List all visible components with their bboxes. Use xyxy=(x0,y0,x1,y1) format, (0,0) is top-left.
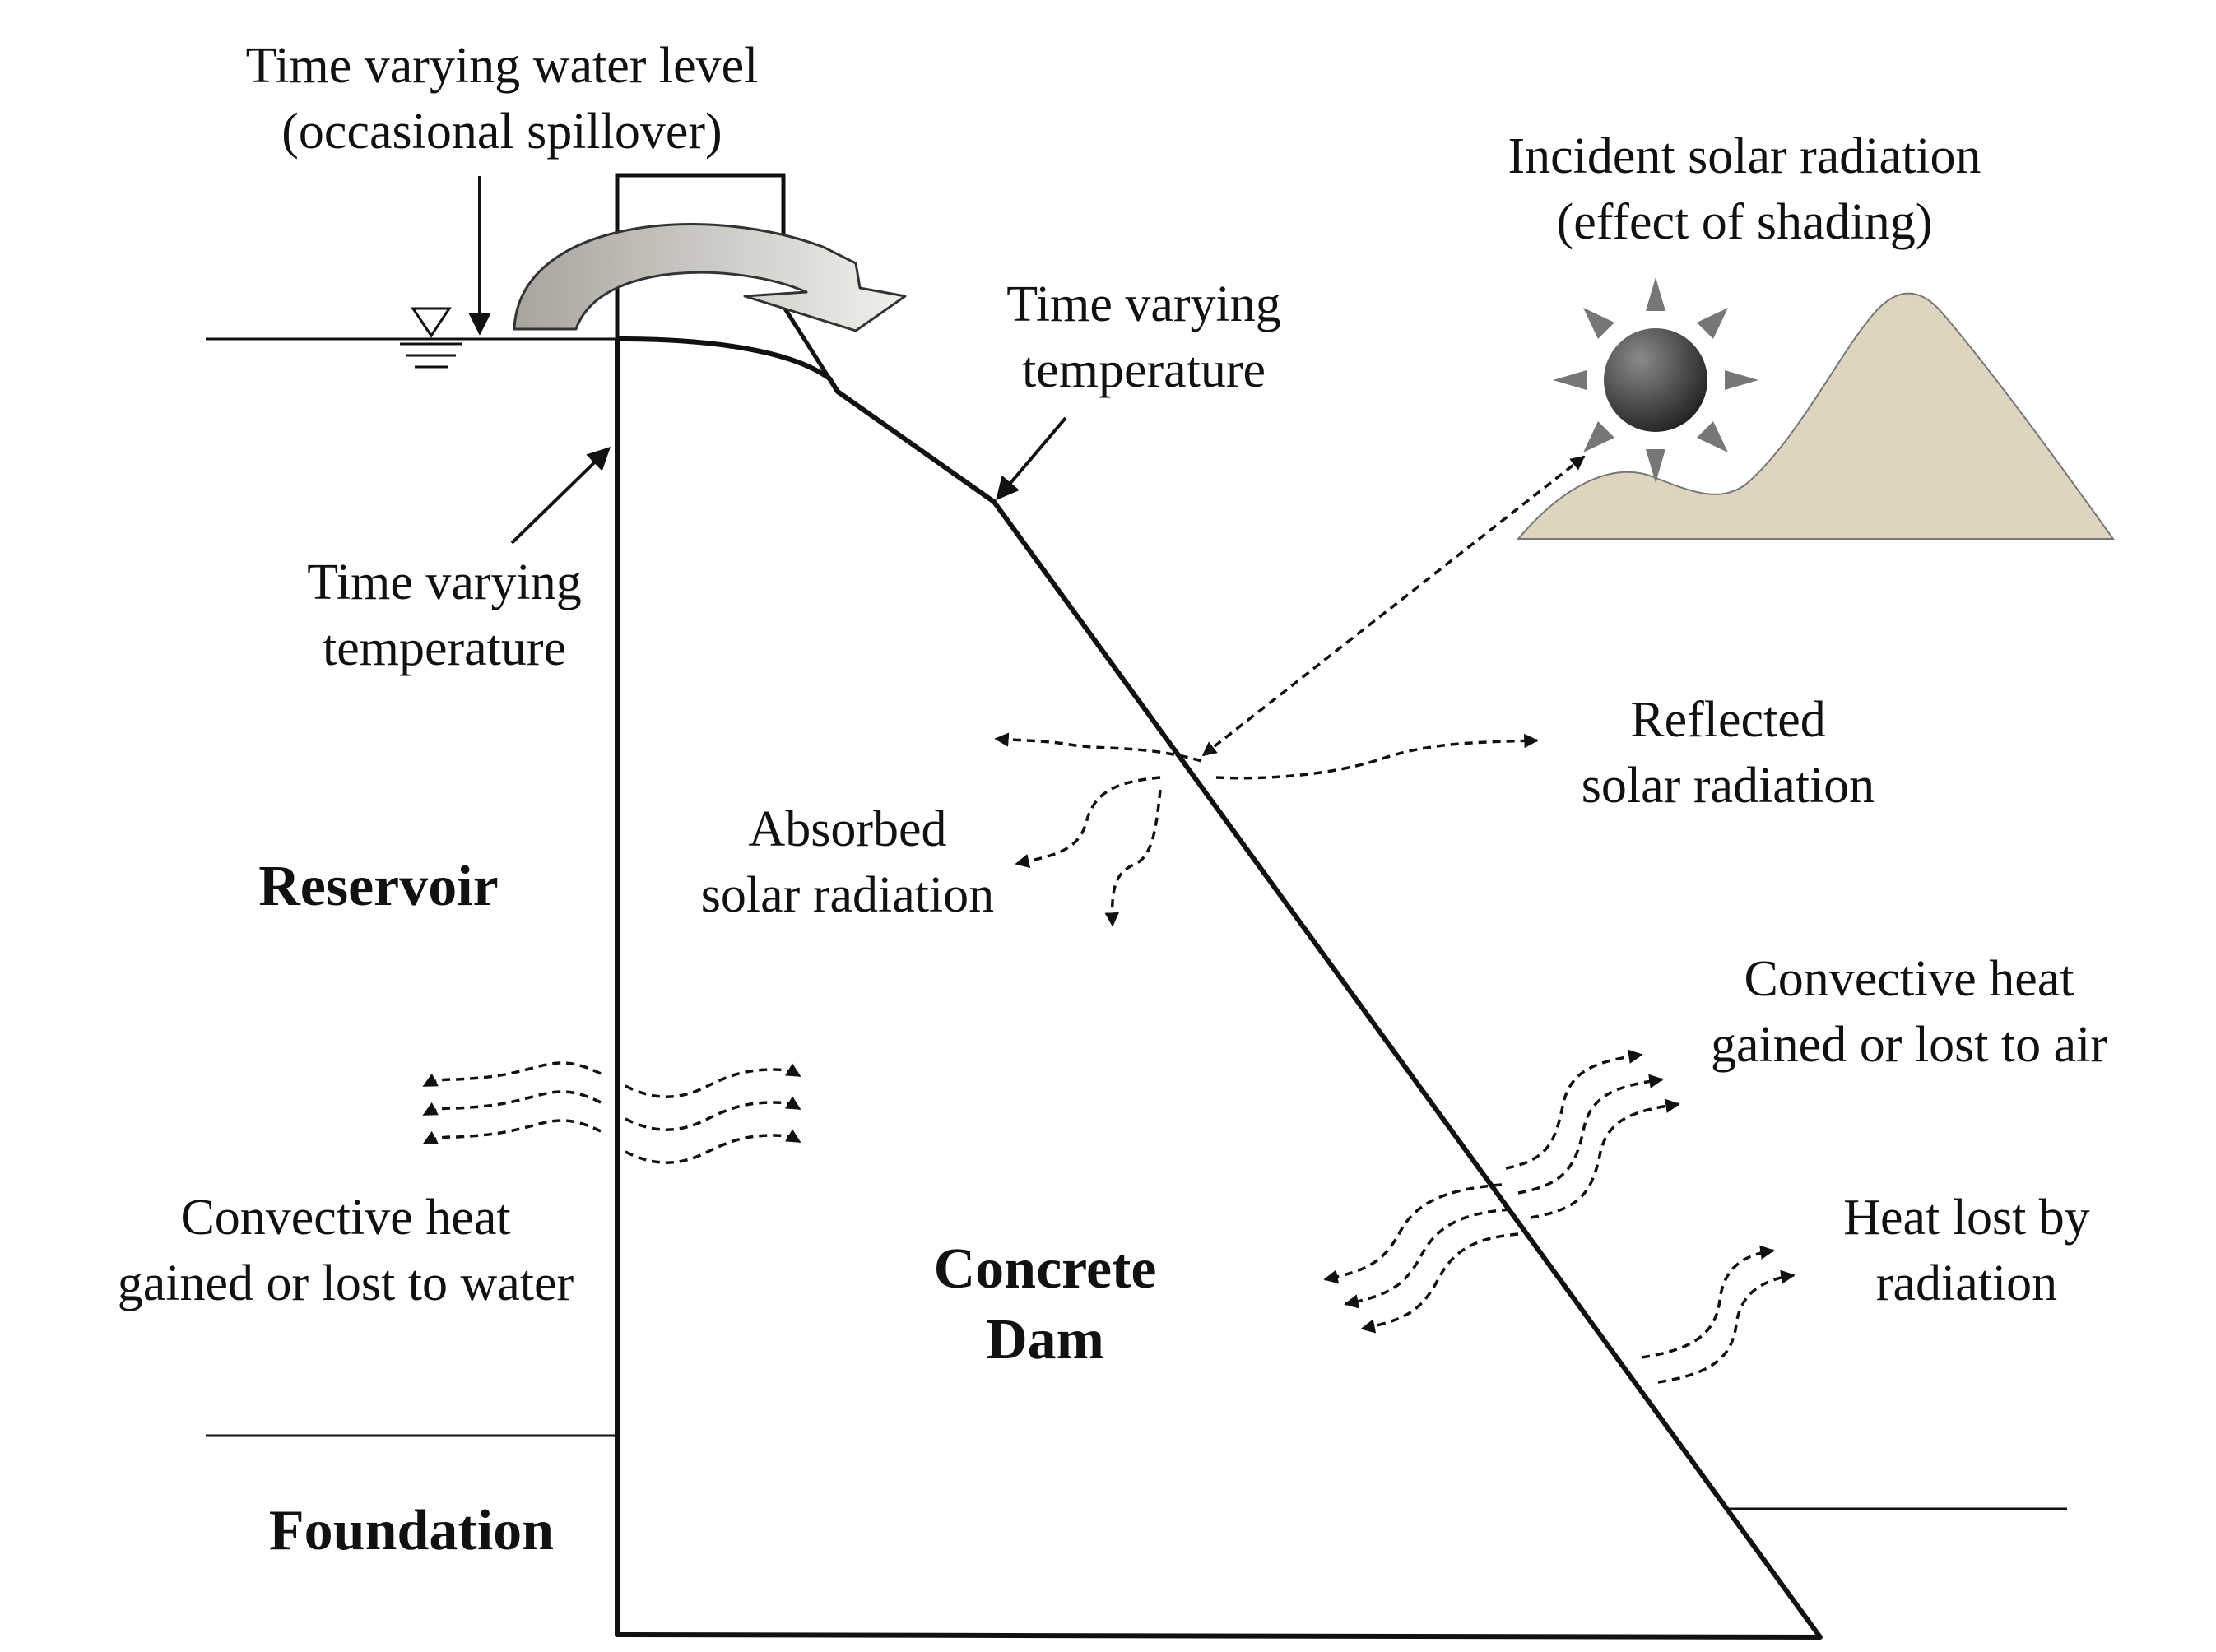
conv-water-right-2 xyxy=(625,1096,801,1131)
label-heat-radiation-line1: Heat lost by xyxy=(1843,1190,2090,1246)
label-conv-water-line2: gained or lost to water xyxy=(117,1255,574,1311)
conv-air-out-2 xyxy=(1517,1074,1664,1195)
water-level-marker-icon xyxy=(400,307,462,369)
heat-rad-arrow-1 xyxy=(1641,1245,1775,1359)
conv-water-right-1 xyxy=(625,1063,801,1098)
incident-ray xyxy=(1201,455,1586,757)
absorbed-ray-1 xyxy=(994,732,1202,763)
label-reflected: Reflected solar radiation xyxy=(1531,687,1926,819)
label-water-level-line1: Time varying water level xyxy=(245,38,759,94)
hill-icon xyxy=(1516,292,2115,540)
label-reservoir: Reservoir xyxy=(258,855,499,918)
label-absorbed-line2: solar radiation xyxy=(700,867,995,923)
conv-water-left-2 xyxy=(422,1090,602,1116)
sun-icon xyxy=(1553,277,1758,483)
conv-air-out-3 xyxy=(1530,1098,1680,1219)
label-temp-upstream-line2: temperature xyxy=(322,620,567,676)
conv-water-right-3 xyxy=(625,1129,801,1164)
label-foundation: Foundation xyxy=(268,1499,555,1562)
absorbed-ray-3 xyxy=(1104,789,1162,927)
spillway-face xyxy=(781,304,840,393)
label-conv-air-line1: Convective heat xyxy=(1744,951,2074,1007)
reflected-ray xyxy=(1215,733,1539,780)
label-conv-water-line1: Convective heat xyxy=(180,1190,511,1246)
label-temp-upstream: Time varying temperature xyxy=(272,550,617,681)
conv-water-left-1 xyxy=(422,1061,602,1088)
label-concrete-dam: Concrete Dam xyxy=(889,1234,1201,1376)
conv-air-in-2 xyxy=(1344,1208,1511,1309)
label-conv-water: Convective heat gained or lost to water xyxy=(74,1185,617,1316)
label-reflected-line1: Reflected xyxy=(1630,692,1826,748)
label-concrete-dam-line2: Dam xyxy=(986,1308,1104,1371)
absorbed-ray-2 xyxy=(1015,776,1161,869)
label-water-level: Time varying water level (occasional spi… xyxy=(214,33,790,165)
label-temp-crest-line1: Time varying xyxy=(1006,276,1281,332)
label-solar-incident: Incident solar radiation (effect of shad… xyxy=(1456,123,2032,255)
label-conv-air-line2: gained or lost to air xyxy=(1710,1017,2108,1073)
label-absorbed: Absorbed solar radiation xyxy=(650,796,1045,928)
label-heat-radiation: Heat lost by radiation xyxy=(1794,1185,2139,1316)
conv-water-left-3 xyxy=(422,1119,602,1145)
label-temp-crest-line2: temperature xyxy=(1021,342,1266,398)
conv-air-in-3 xyxy=(1360,1232,1519,1334)
label-absorbed-line1: Absorbed xyxy=(748,801,947,857)
label-reflected-line2: solar radiation xyxy=(1581,758,1875,814)
label-solar-incident-line1: Incident solar radiation xyxy=(1508,128,1981,184)
label-water-level-line2: (occasional spillover) xyxy=(281,104,722,160)
label-concrete-dam-line1: Concrete xyxy=(933,1237,1157,1301)
label-conv-air: Convective heat gained or lost to air xyxy=(1654,946,2164,1078)
label-solar-incident-line2: (effect of shading) xyxy=(1556,194,1933,250)
spillover-arrow-icon xyxy=(513,223,907,332)
label-temp-crest: Time varying temperature xyxy=(971,271,1317,403)
conv-air-in-1 xyxy=(1323,1183,1503,1284)
heat-rad-arrow-2 xyxy=(1657,1269,1796,1384)
conv-air-out-1 xyxy=(1505,1049,1643,1170)
label-temp-upstream-line1: Time varying xyxy=(307,555,582,610)
label-heat-radiation-line2: radiation xyxy=(1875,1255,2058,1311)
temp-upstream-arrow xyxy=(510,447,611,545)
temp-crest-arrow xyxy=(996,416,1067,501)
